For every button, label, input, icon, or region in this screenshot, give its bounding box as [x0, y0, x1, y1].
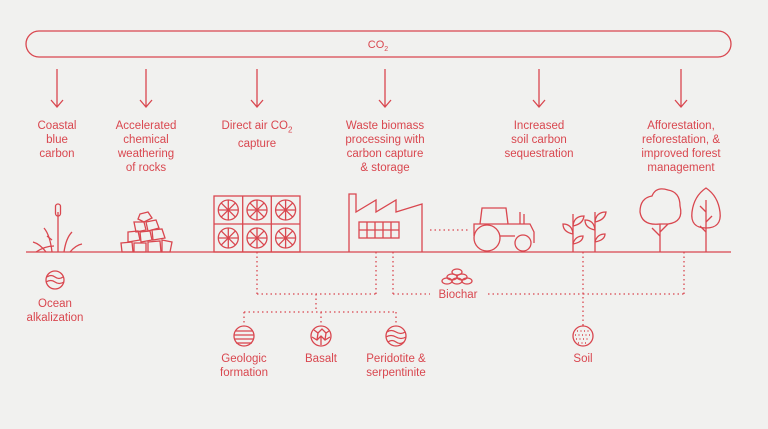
pathway-label-rocks: Accelerated chemical weathering of rocks [115, 120, 177, 174]
co2-banner-label: CO2 [368, 38, 388, 57]
storage-label-ocean: Ocean alkalization [26, 298, 84, 324]
ocean-sphere-icon [45, 270, 65, 290]
storage-label-peridotite: Peridotite & serpentinite [366, 353, 426, 379]
co2-subscript: 2 [384, 46, 389, 54]
tree-icon [639, 187, 721, 252]
pathway-label-coastal: Coastal blue carbon [37, 120, 77, 160]
soil-sphere-icon [572, 325, 594, 347]
storage-label-soil: Soil [573, 353, 593, 365]
dac-label-subscript: 2 [288, 125, 293, 135]
storage-label-biochar: Biochar [438, 289, 478, 301]
storage-label-geologic: Geologic formation [220, 353, 268, 379]
storage-connectors [243, 252, 685, 326]
pathway-label-dac: Direct air CO2 capture [222, 119, 293, 151]
dac-label-suffix: capture [237, 138, 277, 151]
peridotite-sphere-icon [385, 325, 407, 347]
basalt-sphere-icon [310, 325, 332, 347]
co2-text: CO [367, 39, 385, 51]
geologic-sphere-icon [233, 325, 255, 347]
reeds-icon [32, 203, 83, 253]
tractor-icon [473, 207, 535, 252]
biochar-pile-icon [441, 268, 473, 285]
pathway-label-biomass: Waste biomass processing with carbon cap… [345, 120, 425, 174]
fan-array-icon [213, 195, 301, 253]
pathway-label-soil: Increased soil carbon sequestration [504, 120, 574, 160]
seedling-icon [562, 211, 607, 252]
factory-icon [348, 193, 423, 252]
pathway-label-forest: Afforestation, reforestation, & improved… [641, 120, 721, 174]
dac-label-prefix: Direct air CO [221, 120, 288, 132]
co2-banner [25, 30, 732, 58]
storage-label-basalt: Basalt [305, 353, 337, 365]
rock-pile-icon [120, 211, 173, 253]
arrows [50, 69, 688, 108]
